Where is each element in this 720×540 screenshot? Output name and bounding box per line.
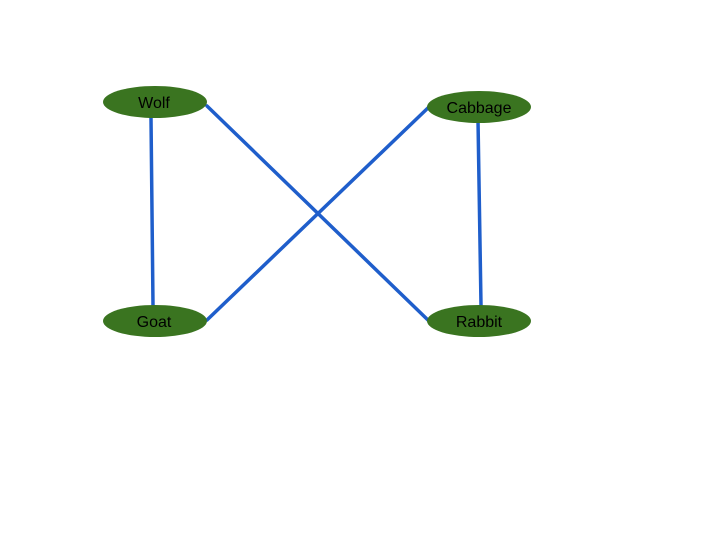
node-goat-shape <box>103 305 207 337</box>
edges-group <box>149 104 483 324</box>
node-wolf[interactable]: Wolf <box>103 86 207 118</box>
node-goat[interactable]: Goat <box>103 305 207 337</box>
node-wolf-label: Wolf <box>138 95 170 112</box>
node-rabbit-shape <box>427 305 531 337</box>
node-cabbage[interactable]: Cabbage <box>427 91 531 123</box>
edge-cabbage-rabbit <box>476 118 483 307</box>
edge-wolf-goat <box>149 116 155 307</box>
node-cabbage-shape <box>427 91 531 123</box>
node-wolf-shape <box>103 86 207 118</box>
edge-cabbage-goat <box>205 104 432 322</box>
node-goat-label: Goat <box>137 314 172 331</box>
node-cabbage-label: Cabbage <box>447 100 512 117</box>
node-rabbit[interactable]: Rabbit <box>427 305 531 337</box>
node-rabbit-label: Rabbit <box>456 314 503 331</box>
